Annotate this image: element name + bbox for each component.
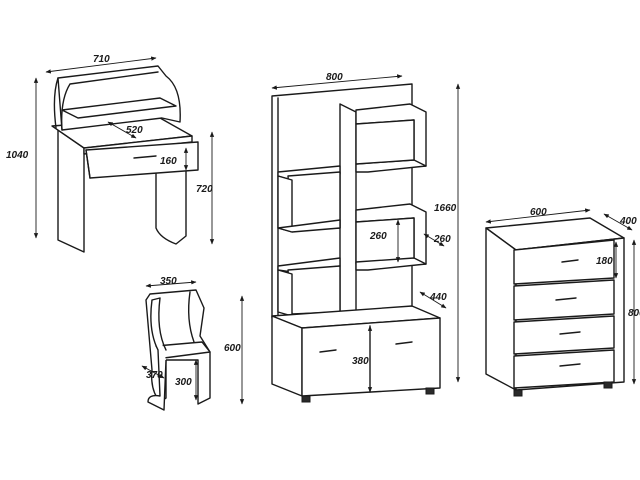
dresser <box>485 217 625 397</box>
shelf-unit <box>271 83 441 403</box>
desk-dimensions: 710 520 160 720 1040 <box>6 54 215 245</box>
chair-seat-depth-label: 370 <box>146 370 163 381</box>
dresser-width-label: 600 <box>530 207 547 218</box>
chair-height-label: 600 <box>224 343 241 354</box>
desk-drawer-height-label: 160 <box>160 156 177 167</box>
desk-depth-label: 520 <box>126 125 143 136</box>
shelf-cell-height-label: 260 <box>369 231 387 242</box>
dresser-dimensions: 600 400 180 800 <box>485 207 640 385</box>
shelf-width-label: 800 <box>326 72 343 83</box>
chair <box>145 289 211 411</box>
dresser-drawer-height-label: 180 <box>596 256 613 267</box>
chair-dimensions: 350 600 370 300 <box>141 276 245 405</box>
shelf-base-height-label: 380 <box>352 356 369 367</box>
desk-table-height-label: 720 <box>196 184 213 195</box>
dresser-depth-label: 400 <box>619 216 637 227</box>
shelf-base-depth-label: 440 <box>429 292 447 303</box>
shelf-total-height-label: 1660 <box>434 203 457 214</box>
shelf-cell-depth-label: 260 <box>433 234 451 245</box>
desk-width-label: 710 <box>93 54 110 65</box>
shelf-dimensions: 800 1660 260 260 440 380 <box>271 72 461 393</box>
chair-seat-height-label: 300 <box>175 377 192 388</box>
chair-width-label: 350 <box>160 276 177 287</box>
dresser-total-height-label: 800 <box>628 308 640 319</box>
desk-total-height-label: 1040 <box>6 150 29 161</box>
